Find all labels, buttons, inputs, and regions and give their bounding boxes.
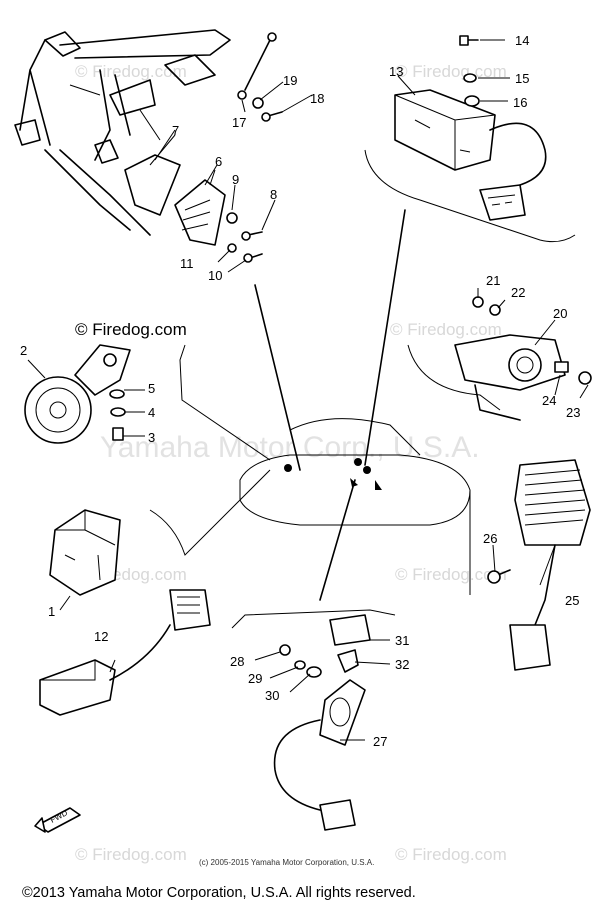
callout-31: 31 <box>395 633 409 648</box>
callout-3: 3 <box>148 430 155 445</box>
watermark: © Firedog.com <box>75 62 187 81</box>
part-13-module <box>364 35 576 243</box>
callout-17: 17 <box>232 115 246 130</box>
watermark: © Firedog.com <box>395 62 507 81</box>
small-copyright: (c) 2005-2015 Yamaha Motor Corporation, … <box>199 858 374 867</box>
callout-22: 22 <box>511 285 525 300</box>
callout-11: 11 <box>180 256 194 271</box>
callout-15: 15 <box>515 71 529 86</box>
callout-4: 4 <box>148 405 155 420</box>
callout-25: 25 <box>565 593 579 608</box>
callout-19: 19 <box>283 73 297 88</box>
main-copyright: ©2013 Yamaha Motor Corporation, U.S.A. A… <box>22 885 416 901</box>
callout-27: 27 <box>373 734 387 749</box>
callout-26: 26 <box>483 531 497 546</box>
watermark: © Firedog.com <box>75 845 187 864</box>
callout-23: 23 <box>566 405 580 420</box>
callout-29: 29 <box>248 671 262 686</box>
watermark-dark: © Firedog.com <box>75 320 187 339</box>
callout-2: 2 <box>20 343 27 358</box>
callout-7: 7 <box>172 123 179 138</box>
watermark: © Firedog.com <box>395 845 507 864</box>
callout-10: 10 <box>208 268 222 283</box>
part-20-relay <box>407 296 592 421</box>
callout-21: 21 <box>486 273 500 288</box>
callout-20: 20 <box>553 306 567 321</box>
callout-1: 1 <box>48 604 55 619</box>
fwd-arrow: FWD <box>34 807 81 833</box>
callout-18: 18 <box>310 91 324 106</box>
part-1-12-assembly <box>39 469 271 716</box>
watermark: © Firedog.com <box>390 320 502 339</box>
center-frame-outline <box>239 209 471 601</box>
fasteners-8-11 <box>226 212 263 263</box>
part-2-horn <box>24 344 271 461</box>
frame-section <box>14 29 231 236</box>
part-25-regulator <box>469 459 591 671</box>
callout-labels: 1 2 3 4 5 6 7 8 9 10 11 12 13 14 15 16 1… <box>20 33 580 749</box>
callout-leaders <box>27 39 589 741</box>
callout-13: 13 <box>389 64 403 79</box>
callout-9: 9 <box>232 172 239 187</box>
part-6-7-assembly <box>124 129 226 246</box>
callout-16: 16 <box>513 95 527 110</box>
callout-5: 5 <box>148 381 155 396</box>
callout-12: 12 <box>94 629 108 644</box>
part-17-19 <box>237 32 283 122</box>
watermark-center: Yamaha Motor Corp., U.S.A. <box>100 431 480 464</box>
callout-14: 14 <box>515 33 529 48</box>
part-27-pickup <box>231 609 396 831</box>
callout-6: 6 <box>215 154 222 169</box>
callout-24: 24 <box>542 393 556 408</box>
callout-8: 8 <box>270 187 277 202</box>
callout-30: 30 <box>265 688 279 703</box>
callout-32: 32 <box>395 657 409 672</box>
callout-28: 28 <box>230 654 244 669</box>
footer: (c) 2005-2015 Yamaha Motor Corporation, … <box>22 858 416 901</box>
watermark: © Firedog.com <box>395 565 507 584</box>
